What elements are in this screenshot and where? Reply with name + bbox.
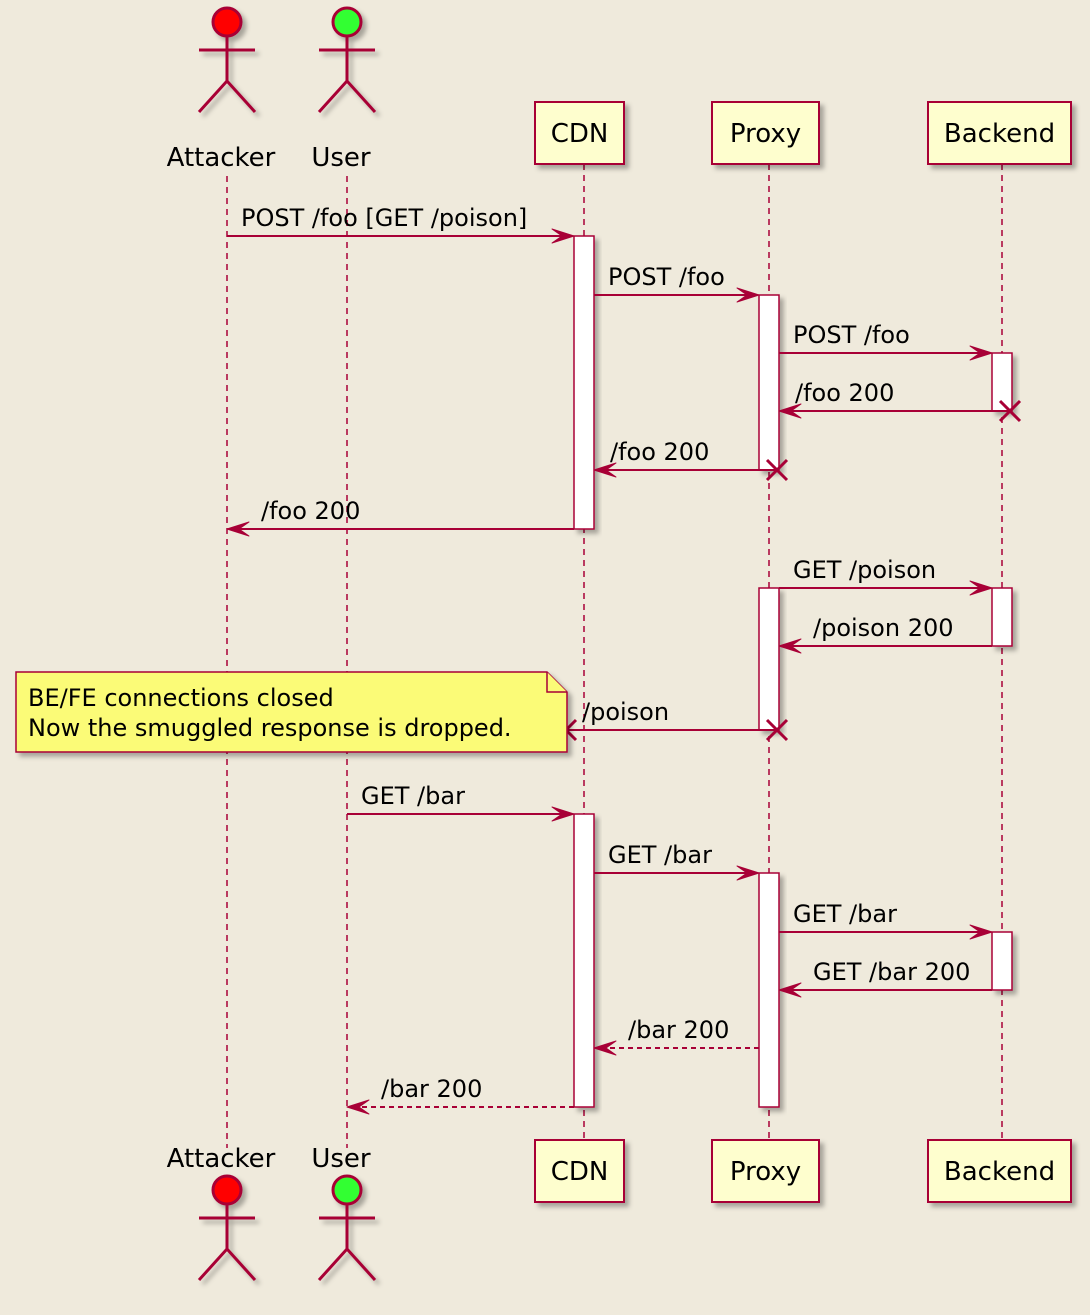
arrowhead-icon xyxy=(226,521,250,537)
arrowhead-icon xyxy=(551,228,575,244)
cross-icon xyxy=(765,718,789,742)
participant-box xyxy=(927,1139,1072,1203)
message-label: /bar 200 xyxy=(381,1075,482,1103)
note-text-line: Now the smuggled response is dropped. xyxy=(28,714,512,742)
arrowhead-icon xyxy=(969,580,993,596)
actor-figure-icon xyxy=(197,1174,257,1282)
activation-bar-proxy xyxy=(758,294,780,471)
message-label: POST /foo xyxy=(608,263,725,291)
message-label: /foo 200 xyxy=(610,438,709,466)
participant-box xyxy=(711,1139,820,1203)
message: /bar 200 xyxy=(346,1075,574,1115)
participant-label: Proxy xyxy=(730,119,801,149)
message-label: GET /bar xyxy=(608,841,712,869)
arrowhead-icon xyxy=(593,1040,617,1056)
message: /poison 200 xyxy=(778,614,992,654)
participant-proxy-bottom: Proxy xyxy=(711,1139,820,1203)
message: POST /foo xyxy=(779,321,993,361)
arrowhead-icon xyxy=(969,924,993,940)
message: /foo 200 xyxy=(593,438,789,482)
participant-box xyxy=(534,1139,625,1203)
actor-attacker-top: Attacker xyxy=(167,6,276,173)
activation-bar-proxy xyxy=(758,587,780,731)
arrowhead-icon xyxy=(969,345,993,361)
actor-user-bottom: User xyxy=(311,1144,377,1282)
participant-box xyxy=(534,101,625,165)
cross-icon xyxy=(765,458,789,482)
message-label: GET /bar xyxy=(793,900,897,928)
participant-box xyxy=(927,101,1072,165)
message-label: /poison 200 xyxy=(813,614,954,642)
arrowhead-icon xyxy=(778,403,802,419)
actor-attacker-bottom: Attacker xyxy=(167,1144,276,1282)
actor-label: Attacker xyxy=(167,143,276,173)
actor-figure-icon xyxy=(317,6,377,114)
actor-label: Attacker xyxy=(167,1144,276,1174)
message-label: /foo 200 xyxy=(261,497,360,525)
message: GET /poison xyxy=(779,556,993,596)
message-label: POST /foo xyxy=(793,321,910,349)
message: GET /bar xyxy=(594,841,760,881)
message: GET /bar 200 xyxy=(778,958,992,998)
note-fold-icon xyxy=(546,672,567,693)
participant-box xyxy=(711,101,820,165)
activation-bar-cdn xyxy=(573,235,595,530)
activation-bar-backend xyxy=(991,587,1013,647)
participant-backend-bottom: Backend xyxy=(927,1139,1072,1203)
activation-bar-cdn xyxy=(573,813,595,1108)
participant-proxy-top: Proxy xyxy=(711,101,820,165)
message-label: /poison xyxy=(582,698,669,726)
message-label: GET /bar 200 xyxy=(813,958,970,986)
note-box xyxy=(15,671,568,753)
arrowhead-icon xyxy=(736,287,760,303)
message: /poison xyxy=(554,698,789,742)
arrowhead-icon xyxy=(778,982,802,998)
participant-cdn-bottom: CDN xyxy=(534,1139,625,1203)
activation-bar-backend xyxy=(991,931,1013,991)
cross-icon xyxy=(998,399,1022,423)
participant-label: Proxy xyxy=(730,1157,801,1187)
message: GET /bar xyxy=(779,900,993,940)
message-label: POST /foo [GET /poison] xyxy=(241,204,527,232)
arrowhead-icon xyxy=(346,1099,370,1115)
message: /foo 200 xyxy=(778,379,1022,423)
participant-backend-top: Backend xyxy=(927,101,1072,165)
arrowhead-icon xyxy=(778,638,802,654)
participant-label: Backend xyxy=(944,119,1055,149)
participant-label: CDN xyxy=(551,119,609,149)
participant-label: CDN xyxy=(551,1157,609,1187)
note-text-line: BE/FE connections closed xyxy=(28,684,334,712)
message: POST /foo [GET /poison] xyxy=(227,204,575,244)
message: GET /bar xyxy=(347,782,575,822)
actor-label: User xyxy=(311,143,371,173)
participant-cdn-top: CDN xyxy=(534,101,625,165)
arrowhead-icon xyxy=(593,462,617,478)
message-label: GET /bar xyxy=(361,782,465,810)
actor-figure-icon xyxy=(317,1174,377,1282)
actor-user-top: User xyxy=(311,6,377,173)
actor-figure-icon xyxy=(197,6,257,114)
arrowhead-icon xyxy=(736,865,760,881)
message-label: GET /poison xyxy=(793,556,936,584)
message-label: /foo 200 xyxy=(795,379,894,407)
message: /foo 200 xyxy=(226,497,574,537)
participant-label: Backend xyxy=(944,1157,1055,1187)
activation-bar-proxy xyxy=(758,872,780,1108)
actor-label: User xyxy=(311,1144,371,1174)
message: POST /foo xyxy=(594,263,760,303)
message: /bar 200 xyxy=(593,1016,759,1056)
message-label: /bar 200 xyxy=(628,1016,729,1044)
arrowhead-icon xyxy=(551,806,575,822)
